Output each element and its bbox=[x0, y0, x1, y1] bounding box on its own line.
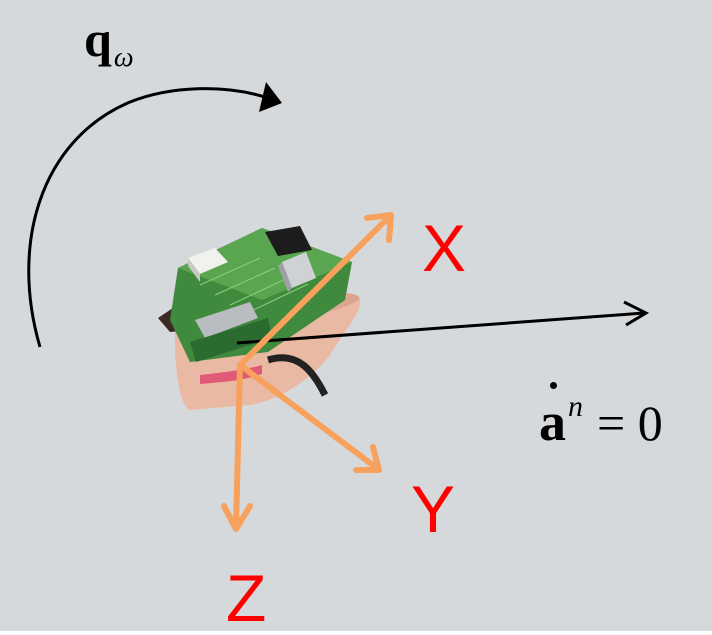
acceleration-superscript: n bbox=[568, 390, 583, 423]
rotation-subscript: ω bbox=[114, 42, 134, 73]
z-axis-arrow bbox=[236, 365, 240, 528]
z-axis-label: Z bbox=[226, 565, 266, 631]
y-axis-arrow bbox=[240, 365, 378, 469]
acceleration-relation: = 0 bbox=[597, 395, 663, 451]
rotation-symbol: q bbox=[84, 11, 112, 67]
acceleration-label: an= 0 bbox=[539, 395, 663, 449]
derivative-dot bbox=[550, 382, 557, 389]
acceleration-symbol: a bbox=[539, 392, 566, 452]
x-axis-label: X bbox=[422, 215, 466, 281]
rotation-label: qω bbox=[84, 14, 134, 64]
y-axis-label: Y bbox=[411, 476, 455, 542]
